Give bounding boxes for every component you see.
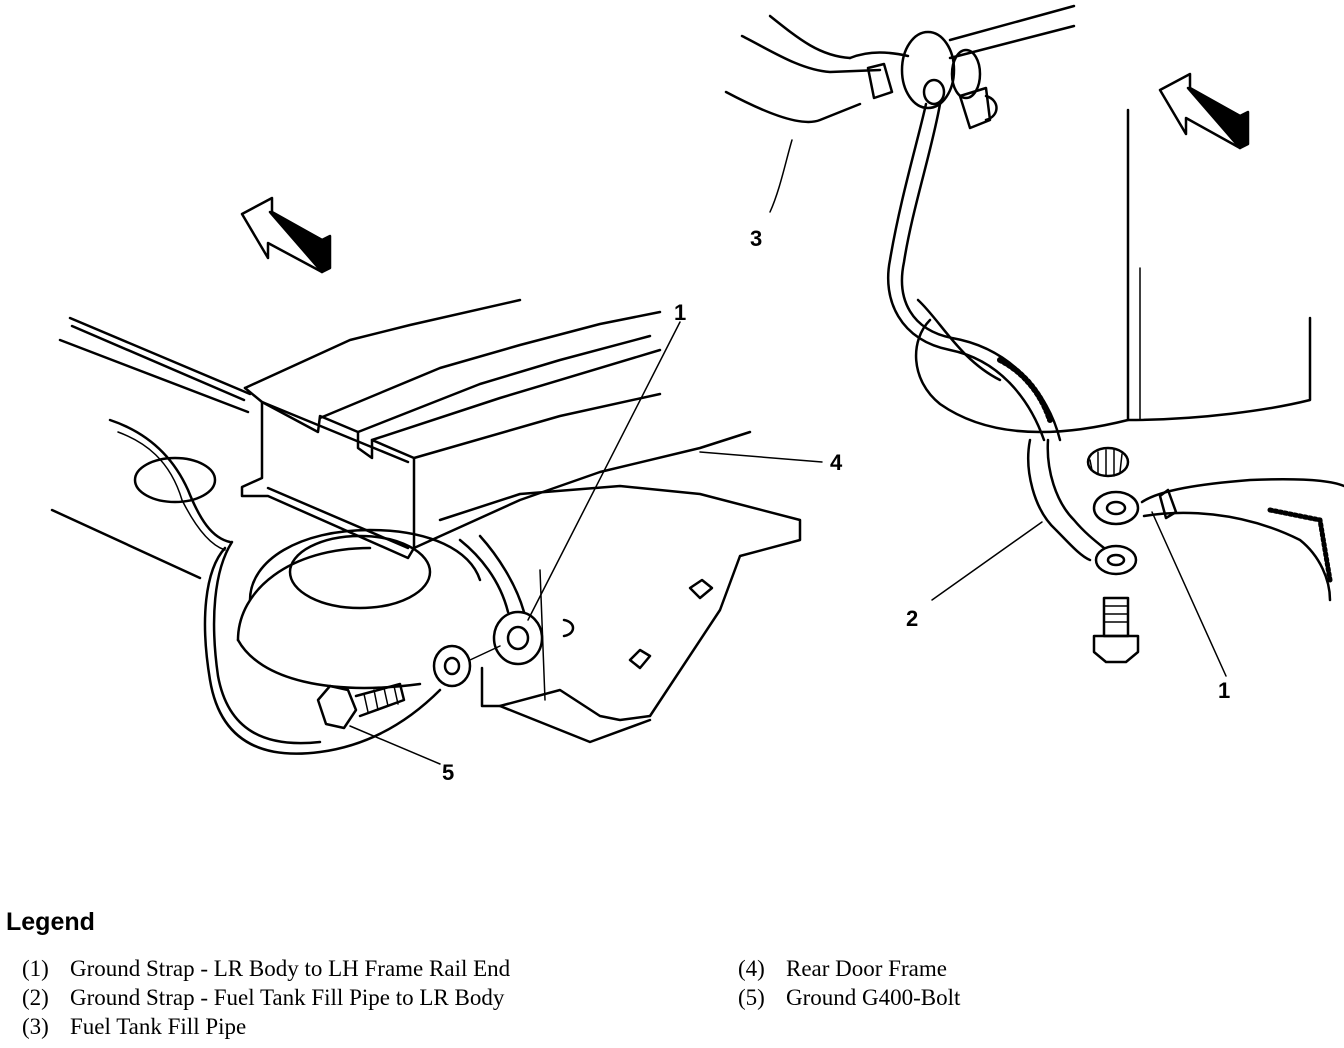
legend-item-5: (5) Ground G400-Bolt: [738, 983, 960, 1012]
legend-item-number: (5): [738, 985, 765, 1010]
legend-item-4: (4) Rear Door Frame: [738, 954, 960, 983]
left-view: [50, 196, 823, 765]
callout-5: 5: [442, 760, 454, 785]
ground-strap-diagram: 1 4 5 3 2 1: [50, 4, 1344, 785]
legend-item-number: (3): [22, 1014, 49, 1039]
legend-right-column: (4) Rear Door Frame (5) Ground G400-Bolt: [738, 954, 960, 1012]
rear-door-frame: [438, 484, 802, 744]
legend-item-number: (2): [22, 985, 49, 1010]
callout-1-left: 1: [674, 300, 686, 325]
right-ground-strap: [886, 102, 1106, 562]
legend-item-label: Ground Strap - Fuel Tank Fill Pipe to LR…: [70, 985, 505, 1010]
fuel-tank-body: [914, 108, 1312, 434]
legend-item-label: Rear Door Frame: [786, 956, 947, 981]
right-view: [724, 4, 1344, 677]
body-floor-panel: [50, 316, 252, 580]
left-ground-strap: [458, 534, 575, 666]
legend-item-label: Ground Strap - LR Body to LH Frame Rail …: [70, 956, 511, 981]
callout-2: 2: [906, 606, 918, 631]
legend-title: Legend: [6, 908, 95, 936]
pipe-clamp: [866, 30, 998, 130]
left-leader-lines: [349, 321, 823, 765]
ground-bolt: [316, 644, 501, 730]
legend-item-label: Fuel Tank Fill Pipe: [70, 1014, 247, 1039]
callout-1-right: 1: [1218, 678, 1230, 703]
body-boss: [236, 528, 482, 690]
fuel-tank-fill-pipe: [724, 4, 1076, 124]
legend-item-1: (1) Ground Strap - LR Body to LH Frame Ra…: [22, 954, 510, 983]
left-direction-arrow: [240, 196, 332, 274]
legend-left-column: (1) Ground Strap - LR Body to LH Frame Ra…: [22, 954, 510, 1041]
right-direction-arrow: [1158, 72, 1250, 150]
frame-rail: [240, 298, 752, 560]
right-leader-lines: [769, 139, 1227, 677]
legend-item-2: (2) Ground Strap - Fuel Tank Fill Pipe to…: [22, 983, 510, 1012]
right-hardware-stack: [1086, 446, 1344, 664]
callout-3: 3: [750, 226, 762, 251]
callout-4: 4: [830, 450, 843, 475]
legend-item-label: Ground G400-Bolt: [786, 985, 961, 1010]
wiring-harness: [108, 418, 442, 755]
legend-item-number: (4): [738, 956, 765, 981]
legend-item-number: (1): [22, 956, 49, 981]
legend-item-3: (3) Fuel Tank Fill Pipe: [22, 1012, 510, 1041]
